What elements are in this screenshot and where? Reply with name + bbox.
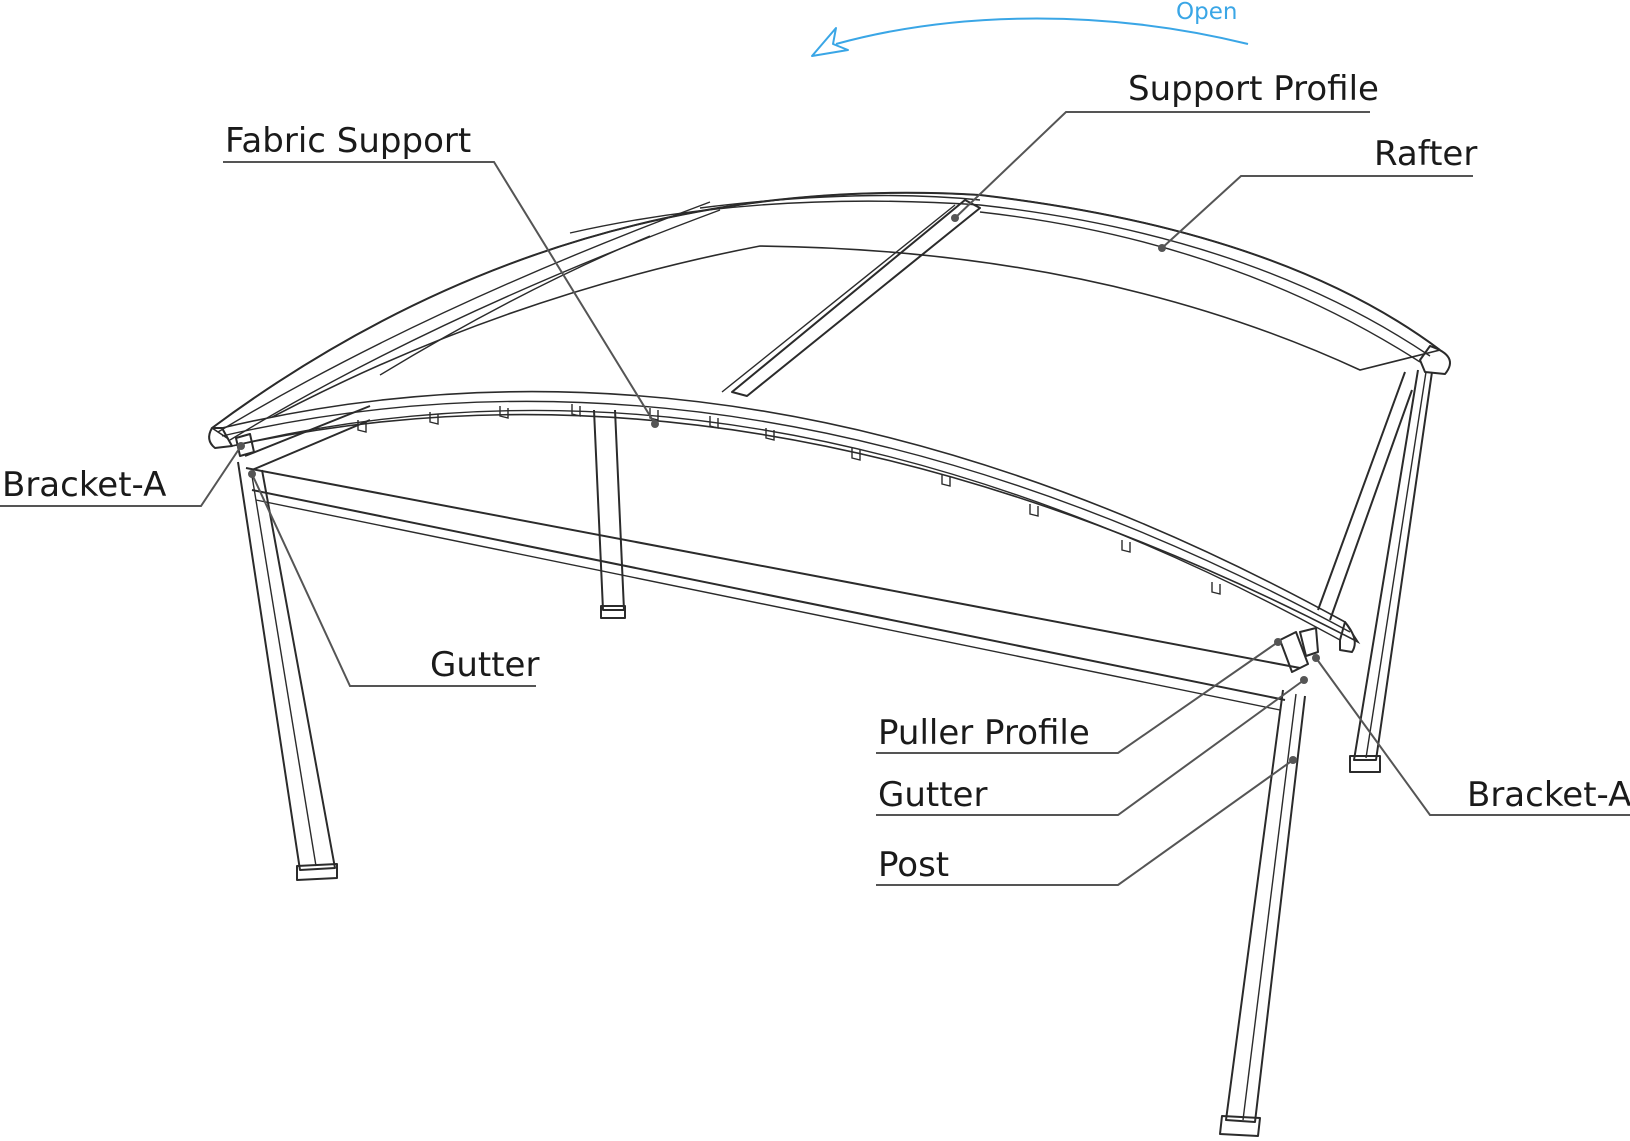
post-right-front xyxy=(1225,689,1306,1123)
leader-support-profile xyxy=(954,111,1370,219)
end-cap-back-right xyxy=(1419,345,1451,375)
front-beam-line xyxy=(255,499,1281,711)
open-arrow: Open xyxy=(811,0,1249,57)
label-fabric-support: Fabric Support xyxy=(225,121,471,161)
label-support-profile: Support Profile xyxy=(1128,69,1379,109)
post-left-front-edge xyxy=(251,475,317,867)
label-gutter-left: Gutter xyxy=(430,645,539,685)
back-rafter-line xyxy=(699,194,981,209)
curved-arrow-left-icon xyxy=(811,27,849,57)
leader-fabric-support xyxy=(223,161,656,425)
part-labels: Support Profile Fabric Support Rafter Br… xyxy=(2,69,1630,885)
front-rafter xyxy=(220,390,1361,645)
right-side-beam-top xyxy=(1317,371,1406,611)
fabric-fold-1 xyxy=(217,201,711,433)
label-gutter-right: Gutter xyxy=(878,775,987,815)
leader-lines xyxy=(0,111,1630,886)
leader-post xyxy=(876,759,1294,886)
support-profile-edge xyxy=(721,204,956,393)
right-side-beam-bottom xyxy=(1329,389,1413,621)
left-gutter-top xyxy=(244,405,371,457)
post-right-back-base xyxy=(1349,755,1381,773)
open-label: Open xyxy=(1176,0,1237,25)
leader-gutter-right xyxy=(876,679,1305,816)
support-profile-bar xyxy=(731,199,981,397)
front-beam-top xyxy=(245,467,1301,669)
fabric-fold-3 xyxy=(379,235,651,376)
post-left-front-base xyxy=(296,863,338,881)
leader-gutter-left xyxy=(251,473,536,687)
post-left-front xyxy=(237,461,336,871)
label-bracket-a-left: Bracket-A xyxy=(2,465,166,505)
leader-rafter xyxy=(1161,175,1473,249)
end-cap-front-right xyxy=(1339,621,1356,653)
post-right-front-base xyxy=(1219,1115,1261,1137)
post-right-back xyxy=(1353,369,1433,761)
pergola-structure xyxy=(208,191,1451,1137)
puller-profile-body xyxy=(1279,631,1309,673)
leader-bracket-a-left xyxy=(0,445,242,507)
left-gutter-bottom xyxy=(251,419,371,471)
front-rafter-mid xyxy=(221,400,1351,633)
back-rafter-line2 xyxy=(979,211,1421,363)
back-rafter-outer xyxy=(211,191,1441,429)
front-beam-bottom xyxy=(251,489,1286,701)
leader-puller-profile xyxy=(876,641,1279,754)
label-puller-profile: Puller Profile xyxy=(878,713,1090,753)
label-bracket-a-right: Bracket-A xyxy=(1467,775,1630,815)
post-right-front-edge xyxy=(1242,693,1297,1121)
label-rafter: Rafter xyxy=(1374,134,1477,174)
end-cap-left xyxy=(208,427,233,449)
post-back-middle xyxy=(593,409,625,611)
label-post: Post xyxy=(878,845,949,885)
leader-bracket-a-right xyxy=(1315,657,1630,816)
post-right-back-edge xyxy=(1365,371,1427,759)
bracket-a-right-body xyxy=(1299,627,1319,657)
back-rafter-inner xyxy=(569,200,1431,357)
post-back-middle-base xyxy=(600,605,626,619)
front-rafter-inner xyxy=(231,409,1341,641)
